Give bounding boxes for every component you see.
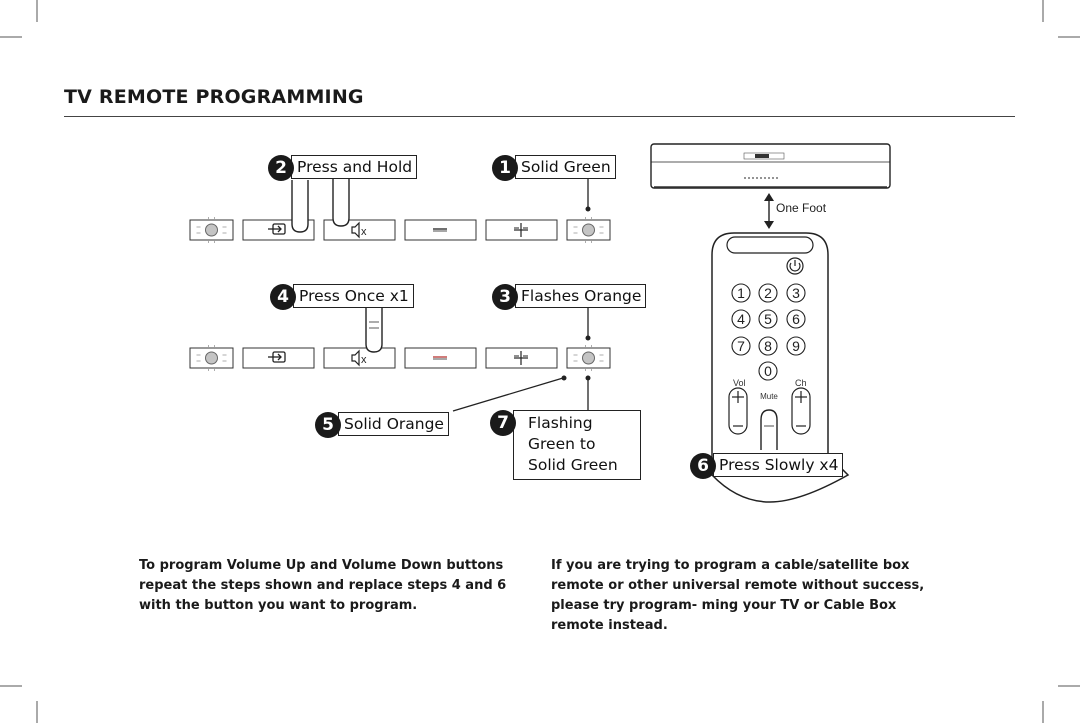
step-label: Flashing Green to Solid Green [513,410,641,480]
distance-label: One Foot [776,201,827,215]
step-1: 1 Solid Green [492,155,616,181]
instruction-right-b: remote instead. [551,618,668,633]
step-label-line-1: Flashing [528,414,593,432]
distance-arrow [764,193,774,229]
finger-press-once [365,306,383,353]
step-label-line-3: Solid Green [528,456,618,474]
step-number: 7 [490,410,516,436]
step-number: 5 [315,412,341,438]
button-row-2 [189,344,611,372]
key-6: 6 [792,311,800,327]
step-3: 3 Flashes Orange [492,284,647,310]
step-number: 2 [268,155,294,181]
key-7: 7 [737,338,745,354]
page-title: TV REMOTE PROGRAMMING [64,86,364,108]
button-row-1 [189,216,611,244]
step-number: 3 [492,284,518,310]
step-7: 7 Flashing Green to Solid Green [490,410,641,480]
key-3: 3 [792,285,800,301]
step-2: 2 Press and Hold [268,155,418,181]
remote-keypad: 1 2 3 4 5 6 7 8 9 0 Vol Ch Mute [728,283,811,450]
step-6: 6 Press Slowly x4 [690,453,844,479]
key-0: 0 [764,363,772,379]
key-9: 9 [792,338,800,354]
key-1: 1 [737,285,745,301]
step-number: 6 [690,453,716,479]
fingers-press-and-hold [291,178,350,233]
step-label: Press Slowly x4 [713,453,844,477]
vol-label: Vol [733,378,746,388]
soundbar [650,143,891,189]
step-label: Solid Green [515,155,616,179]
step-number: 1 [492,155,518,181]
step-label: Press Once x1 [293,284,414,308]
instruction-left: To program Volume Up and Volume Down but… [139,558,507,613]
mute-label: Mute [760,392,778,401]
title-rule [64,116,1015,117]
step-label: Press and Hold [291,155,418,179]
instruction-right-a: If you are trying to program a cable/sat… [551,558,925,613]
step-5: 5 Solid Orange [315,412,449,438]
key-8: 8 [764,338,772,354]
key-5: 5 [764,311,772,327]
key-4: 4 [737,311,745,327]
step-label: Flashes Orange [515,284,647,308]
ch-label: Ch [795,378,807,388]
key-2: 2 [764,285,772,301]
step-label-line-2: Green to [528,435,596,453]
step-label: Solid Orange [338,412,449,436]
step-number: 4 [270,284,296,310]
step-4: 4 Press Once x1 [270,284,414,310]
